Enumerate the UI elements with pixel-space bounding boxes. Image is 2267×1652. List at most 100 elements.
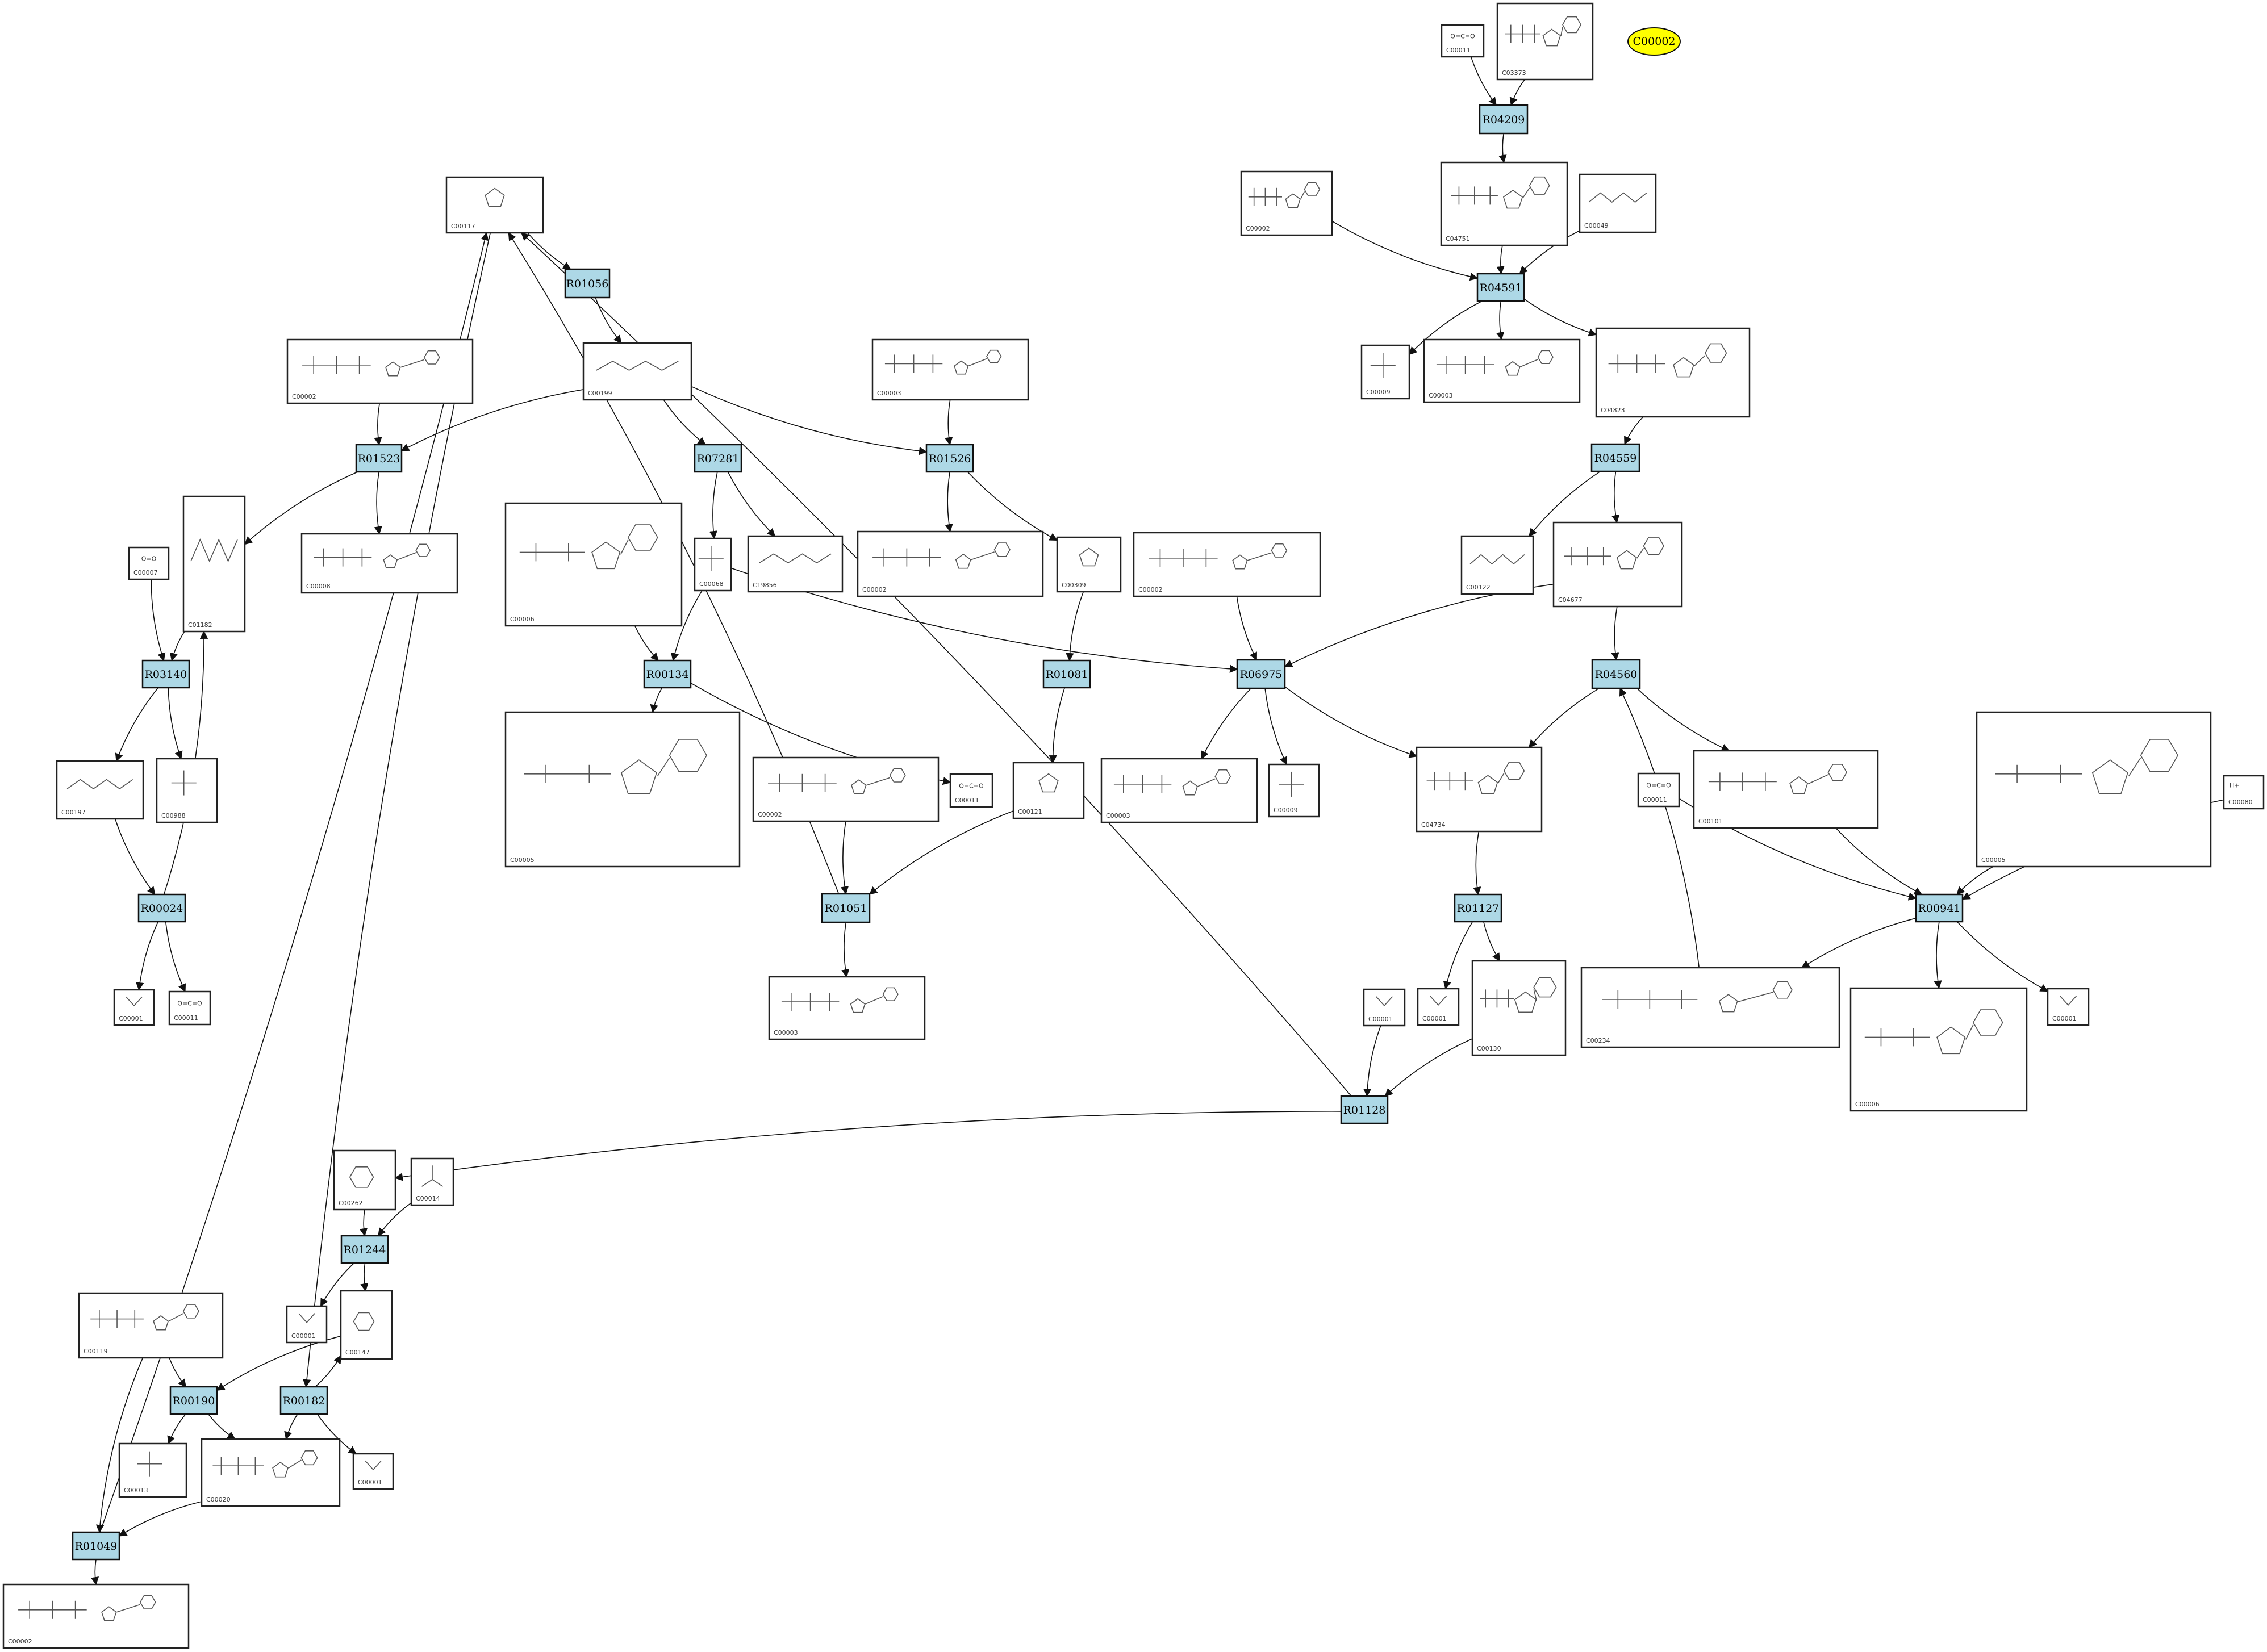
compound-node[interactable]: C00262: [333, 1149, 396, 1211]
reaction-node[interactable]: R01127: [1454, 893, 1502, 923]
compound-node[interactable]: C00014: [410, 1157, 454, 1206]
compound-node[interactable]: C01182: [182, 495, 246, 633]
reaction-edge: [595, 297, 622, 344]
reaction-node[interactable]: R04560: [1591, 659, 1641, 689]
highlight-node[interactable]: C00002: [1627, 27, 1681, 56]
compound-node[interactable]: C00147: [340, 1290, 393, 1360]
reaction-node[interactable]: R00182: [279, 1386, 328, 1415]
compound-node[interactable]: C04677: [1552, 521, 1683, 608]
compound-node[interactable]: C00003: [871, 338, 1029, 401]
reaction-node[interactable]: R01523: [355, 444, 403, 473]
compound-node[interactable]: C00309: [1056, 536, 1122, 593]
compound-node[interactable]: C04751: [1440, 161, 1568, 246]
reaction-box: [821, 893, 871, 923]
reaction-node[interactable]: R04209: [1479, 104, 1529, 135]
compound-node[interactable]: C04823: [1595, 327, 1751, 418]
compound-node[interactable]: C00002: [1240, 170, 1333, 236]
compound-node[interactable]: C00002: [2, 1583, 190, 1649]
compound-node[interactable]: C00988: [156, 758, 218, 823]
compound-node[interactable]: C00002: [857, 530, 1044, 597]
compound-node[interactable]: C00009: [1268, 763, 1320, 818]
compound-node[interactable]: C00002: [1133, 532, 1321, 597]
reaction-node[interactable]: R01128: [1340, 1095, 1389, 1124]
reaction-node[interactable]: R00190: [169, 1386, 218, 1415]
compound-node[interactable]: C00001: [1363, 988, 1406, 1027]
compound-node[interactable]: C00121: [1012, 762, 1085, 819]
compound-node[interactable]: C00003: [768, 976, 926, 1040]
reaction-box: [355, 444, 403, 473]
reaction-node[interactable]: R00024: [137, 893, 186, 923]
base-ring: [1827, 764, 1847, 781]
compound-node[interactable]: C00001: [113, 989, 155, 1026]
compound-node[interactable]: C00006: [504, 502, 683, 627]
compound-node[interactable]: C00130: [1471, 960, 1567, 1056]
reaction-edge: [1264, 688, 1288, 766]
compound-node[interactable]: C00013: [118, 1442, 187, 1498]
compound-node[interactable]: C04734: [1416, 746, 1543, 833]
reaction-node[interactable]: R01049: [72, 1531, 120, 1561]
base-ring: [182, 1304, 199, 1319]
reaction-node[interactable]: R06975: [1236, 659, 1286, 689]
reaction-node[interactable]: R01081: [1042, 659, 1091, 689]
co2-glyph: O=C=O: [959, 782, 984, 789]
compound-node[interactable]: C00001: [1417, 988, 1460, 1026]
compound-node[interactable]: C00005: [1976, 711, 2212, 868]
compound-node[interactable]: C00122: [1460, 535, 1534, 595]
compound-node[interactable]: C00001: [2047, 988, 2090, 1026]
compound-box: [118, 1442, 187, 1498]
chain-glyph: [66, 779, 133, 789]
reaction-edge: [115, 687, 158, 762]
compound-node[interactable]: C03373: [1496, 2, 1594, 81]
compound-node[interactable]: C00009: [1360, 344, 1410, 400]
compound-node[interactable]: C00049: [1579, 173, 1657, 233]
reaction-node[interactable]: R00941: [1915, 893, 1964, 923]
reaction-node[interactable]: R07281: [694, 444, 742, 473]
reaction-node[interactable]: R00134: [643, 659, 692, 689]
reaction-node[interactable]: R04559: [1590, 443, 1640, 472]
reaction-node[interactable]: R01051: [821, 893, 871, 923]
compound-node[interactable]: C00005: [504, 711, 741, 868]
reaction-node[interactable]: R01056: [564, 268, 611, 299]
compound-id-label: C00011: [1643, 796, 1667, 804]
compound-node[interactable]: C00068: [694, 537, 732, 592]
compound-id-label: C00001: [1422, 1015, 1447, 1022]
reaction-box: [1236, 659, 1286, 689]
compound-node[interactable]: C00197: [56, 760, 144, 820]
compound-node[interactable]: C00001: [352, 1453, 394, 1490]
compound-node[interactable]: C00003: [1100, 758, 1258, 823]
reaction-edge: [1956, 921, 2049, 992]
reaction-box: [1590, 443, 1640, 472]
reaction-box: [1479, 104, 1529, 135]
compound-id-label: C00003: [774, 1029, 798, 1036]
reaction-id-label: R06975: [1240, 668, 1283, 681]
compound-id-label: C00006: [1855, 1101, 1880, 1108]
compound-node[interactable]: C00002: [286, 338, 474, 404]
compound-node[interactable]: H+C00080: [2223, 775, 2265, 810]
reaction-node[interactable]: R01244: [340, 1235, 389, 1264]
compound-node[interactable]: C00117: [445, 176, 544, 234]
reaction-node[interactable]: R04591: [1476, 273, 1525, 302]
reaction-node[interactable]: R01526: [925, 444, 974, 473]
compound-node[interactable]: C00101: [1693, 750, 1879, 829]
compound-node[interactable]: C00119: [78, 1292, 224, 1359]
compound-node[interactable]: C00006: [1849, 987, 2028, 1112]
compound-node[interactable]: C00001: [286, 1305, 328, 1344]
ribose-ring: [1285, 193, 1301, 208]
compound-node[interactable]: C00002: [752, 756, 940, 822]
reaction-edge: [1624, 416, 1644, 445]
compound-node[interactable]: C19856: [747, 535, 844, 593]
compound-node[interactable]: C00020: [201, 1438, 341, 1507]
compound-node[interactable]: C00199: [582, 342, 692, 401]
compound-node[interactable]: C00008: [300, 533, 458, 594]
reaction-edge: [1636, 688, 1730, 752]
ribose-ring: [1789, 776, 1809, 794]
reaction-node[interactable]: R03140: [141, 659, 190, 689]
compound-node[interactable]: C00003: [1423, 338, 1581, 403]
compound-node[interactable]: C00234: [1580, 967, 1840, 1048]
reaction-edge: [244, 471, 358, 545]
